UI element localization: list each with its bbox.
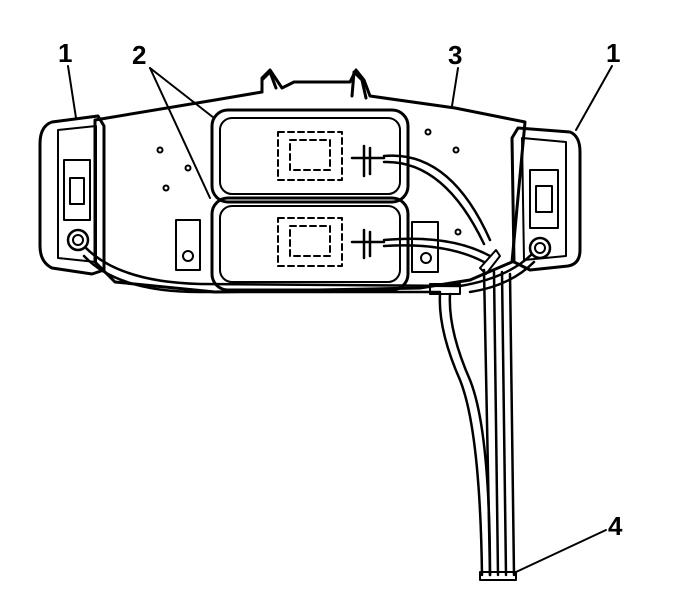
harness-connector	[429, 283, 461, 295]
bulb-lower	[277, 217, 343, 267]
wire-upper-b	[382, 160, 486, 246]
lamp-left-bulb	[63, 159, 91, 221]
mount-tab-left	[175, 219, 201, 271]
wire-left-lamp-b	[82, 254, 442, 294]
callout-1-lamp-right: 1	[606, 38, 621, 68]
housing-tab-right	[350, 70, 368, 100]
harness-wire-d	[492, 270, 500, 577]
wire-upper-a	[382, 154, 492, 242]
lamp-left-inner	[57, 125, 97, 263]
socket-housing-lower	[210, 196, 410, 292]
lamp-right-socket	[528, 236, 552, 260]
harness-end	[479, 571, 517, 581]
bulb-upper	[277, 131, 343, 181]
harness-wire-a	[438, 292, 484, 577]
leader-1-left	[67, 65, 77, 119]
leader-3	[451, 67, 459, 107]
lamp-left-outline	[38, 114, 106, 276]
callout-3-housing: 3	[448, 40, 463, 70]
harness-wire-c	[482, 268, 492, 577]
leader-2b	[149, 67, 211, 199]
lamp-right-inner	[521, 137, 567, 261]
leader-1-right	[575, 65, 613, 131]
wire-left-lamp-a	[84, 246, 462, 288]
callout-4-harness: 4	[608, 511, 623, 541]
housing-tab-left	[260, 70, 278, 94]
lamp-right-bulb	[529, 169, 559, 229]
harness-wire-e	[500, 270, 508, 577]
wire-lower-b	[382, 244, 486, 264]
leader-4	[515, 529, 607, 573]
wire-right-lamp-b	[468, 260, 536, 294]
harness-wire-f	[508, 272, 516, 577]
harness-wire-b	[448, 292, 492, 577]
terminal-upper	[350, 144, 386, 178]
lamp-right-outline	[510, 126, 582, 272]
leader-2a	[149, 67, 215, 119]
socket-housing-upper	[210, 108, 410, 204]
lamp-left-socket	[66, 228, 90, 252]
wire-lower-a	[382, 237, 492, 258]
callout-1-lamp-left: 1	[58, 38, 73, 68]
callout-2-bulb-sockets: 2	[132, 40, 147, 70]
terminal-lower	[350, 228, 386, 260]
